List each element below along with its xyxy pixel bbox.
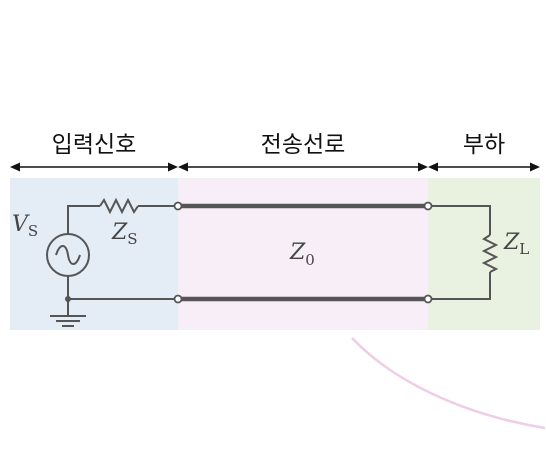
- line-section-label: 전송선로: [261, 132, 346, 158]
- load-resistor-icon: [481, 234, 499, 273]
- input-section-label: 입력신호: [52, 132, 137, 158]
- source-impedance-symbol: ZS: [111, 220, 138, 248]
- source-ground-junction: [65, 296, 71, 302]
- load-section-background: [428, 178, 540, 330]
- line-impedance-symbol: Z0: [289, 240, 315, 269]
- ground-icon: [50, 315, 86, 327]
- load-top-wire: [432, 205, 491, 235]
- line-section-background: [178, 178, 428, 330]
- load-impedance-symbol: ZL: [503, 230, 529, 258]
- sine-wave-icon: [55, 245, 81, 265]
- terminal-load-bottom: [423, 294, 433, 304]
- input-span-arrowhead-left: [10, 162, 20, 172]
- terminal-load-top: [423, 201, 433, 211]
- load-span-arrowhead-left: [428, 162, 438, 172]
- source-top-wire: [67, 205, 100, 234]
- input-span-arrowhead-right: [168, 162, 178, 172]
- section-span-arrows: [10, 162, 540, 172]
- load-section-label: 부하: [463, 132, 505, 158]
- terminal-input-top: [173, 201, 183, 211]
- terminal-input-bottom: [173, 294, 183, 304]
- source-resistor-icon: [99, 197, 139, 215]
- line-span-arrowhead-left: [178, 162, 188, 172]
- ac-source-icon: [46, 233, 90, 277]
- load-span-arrowhead-right: [530, 162, 540, 172]
- input-section-background: [10, 178, 178, 330]
- source-voltage-symbol: VS: [12, 212, 38, 240]
- decorative-curve: [351, 337, 546, 430]
- line-terminals: [173, 201, 433, 304]
- load-circuit: [432, 205, 499, 300]
- line-span-arrowhead-right: [418, 162, 428, 172]
- load-bottom-wire: [432, 272, 491, 300]
